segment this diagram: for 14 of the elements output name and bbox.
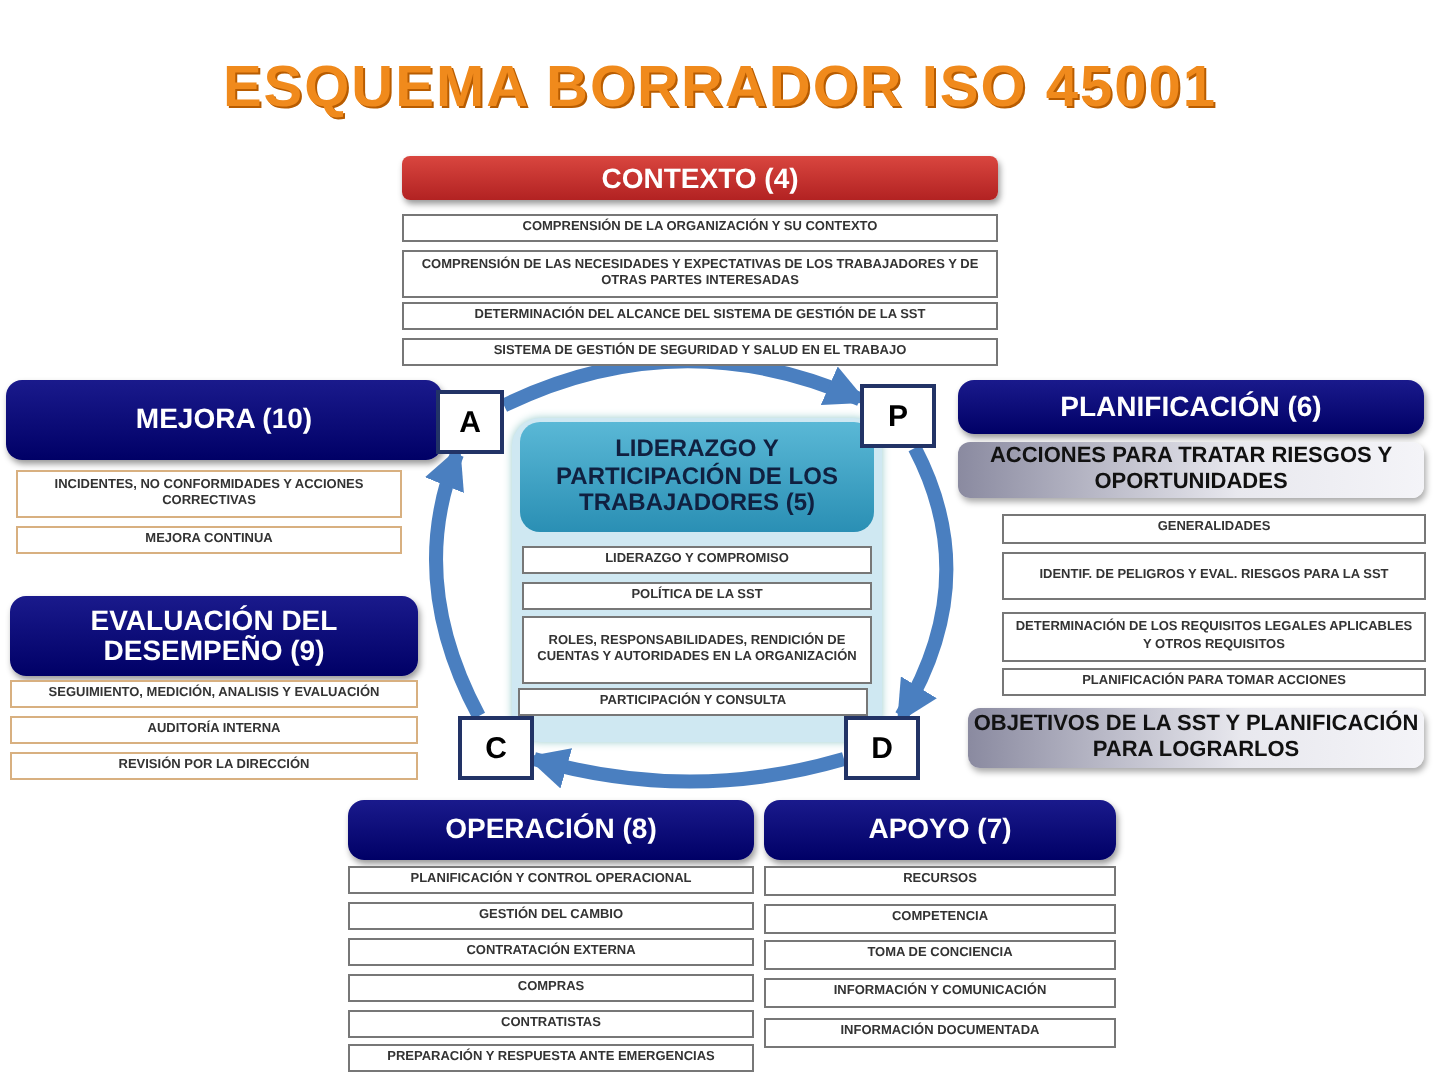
section-header: PLANIFICACIÓN (6) [958, 380, 1424, 434]
section-header: OPERACIÓN (8) [348, 800, 754, 860]
subsection-header: OBJETIVOS DE LA SST Y PLANIFICACIÓN PARA LOGRARLOS [968, 708, 1424, 768]
section-header: MEJORA (10) [6, 380, 442, 460]
section-header: EVALUACIÓN DEL DESEMPEÑO (9) [10, 596, 418, 676]
letter-box: D [844, 716, 920, 780]
diagram-title: ESQUEMA BORRADOR ISO 45001 [220, 56, 1220, 122]
letter-box: C [458, 716, 534, 780]
section-header: APOYO (7) [764, 800, 1116, 860]
section-header: CONTEXTO (4) [402, 156, 998, 200]
subsection-header: ACCIONES PARA TRATAR RIESGOS Y OPORTUNIDADES [958, 442, 1424, 498]
letter-box: P [860, 384, 936, 448]
letter-box: A [436, 390, 504, 454]
panel-heading: LIDERAZGO Y PARTICIPACIÓN DE LOS TRABAJADORES (5) [520, 422, 874, 532]
